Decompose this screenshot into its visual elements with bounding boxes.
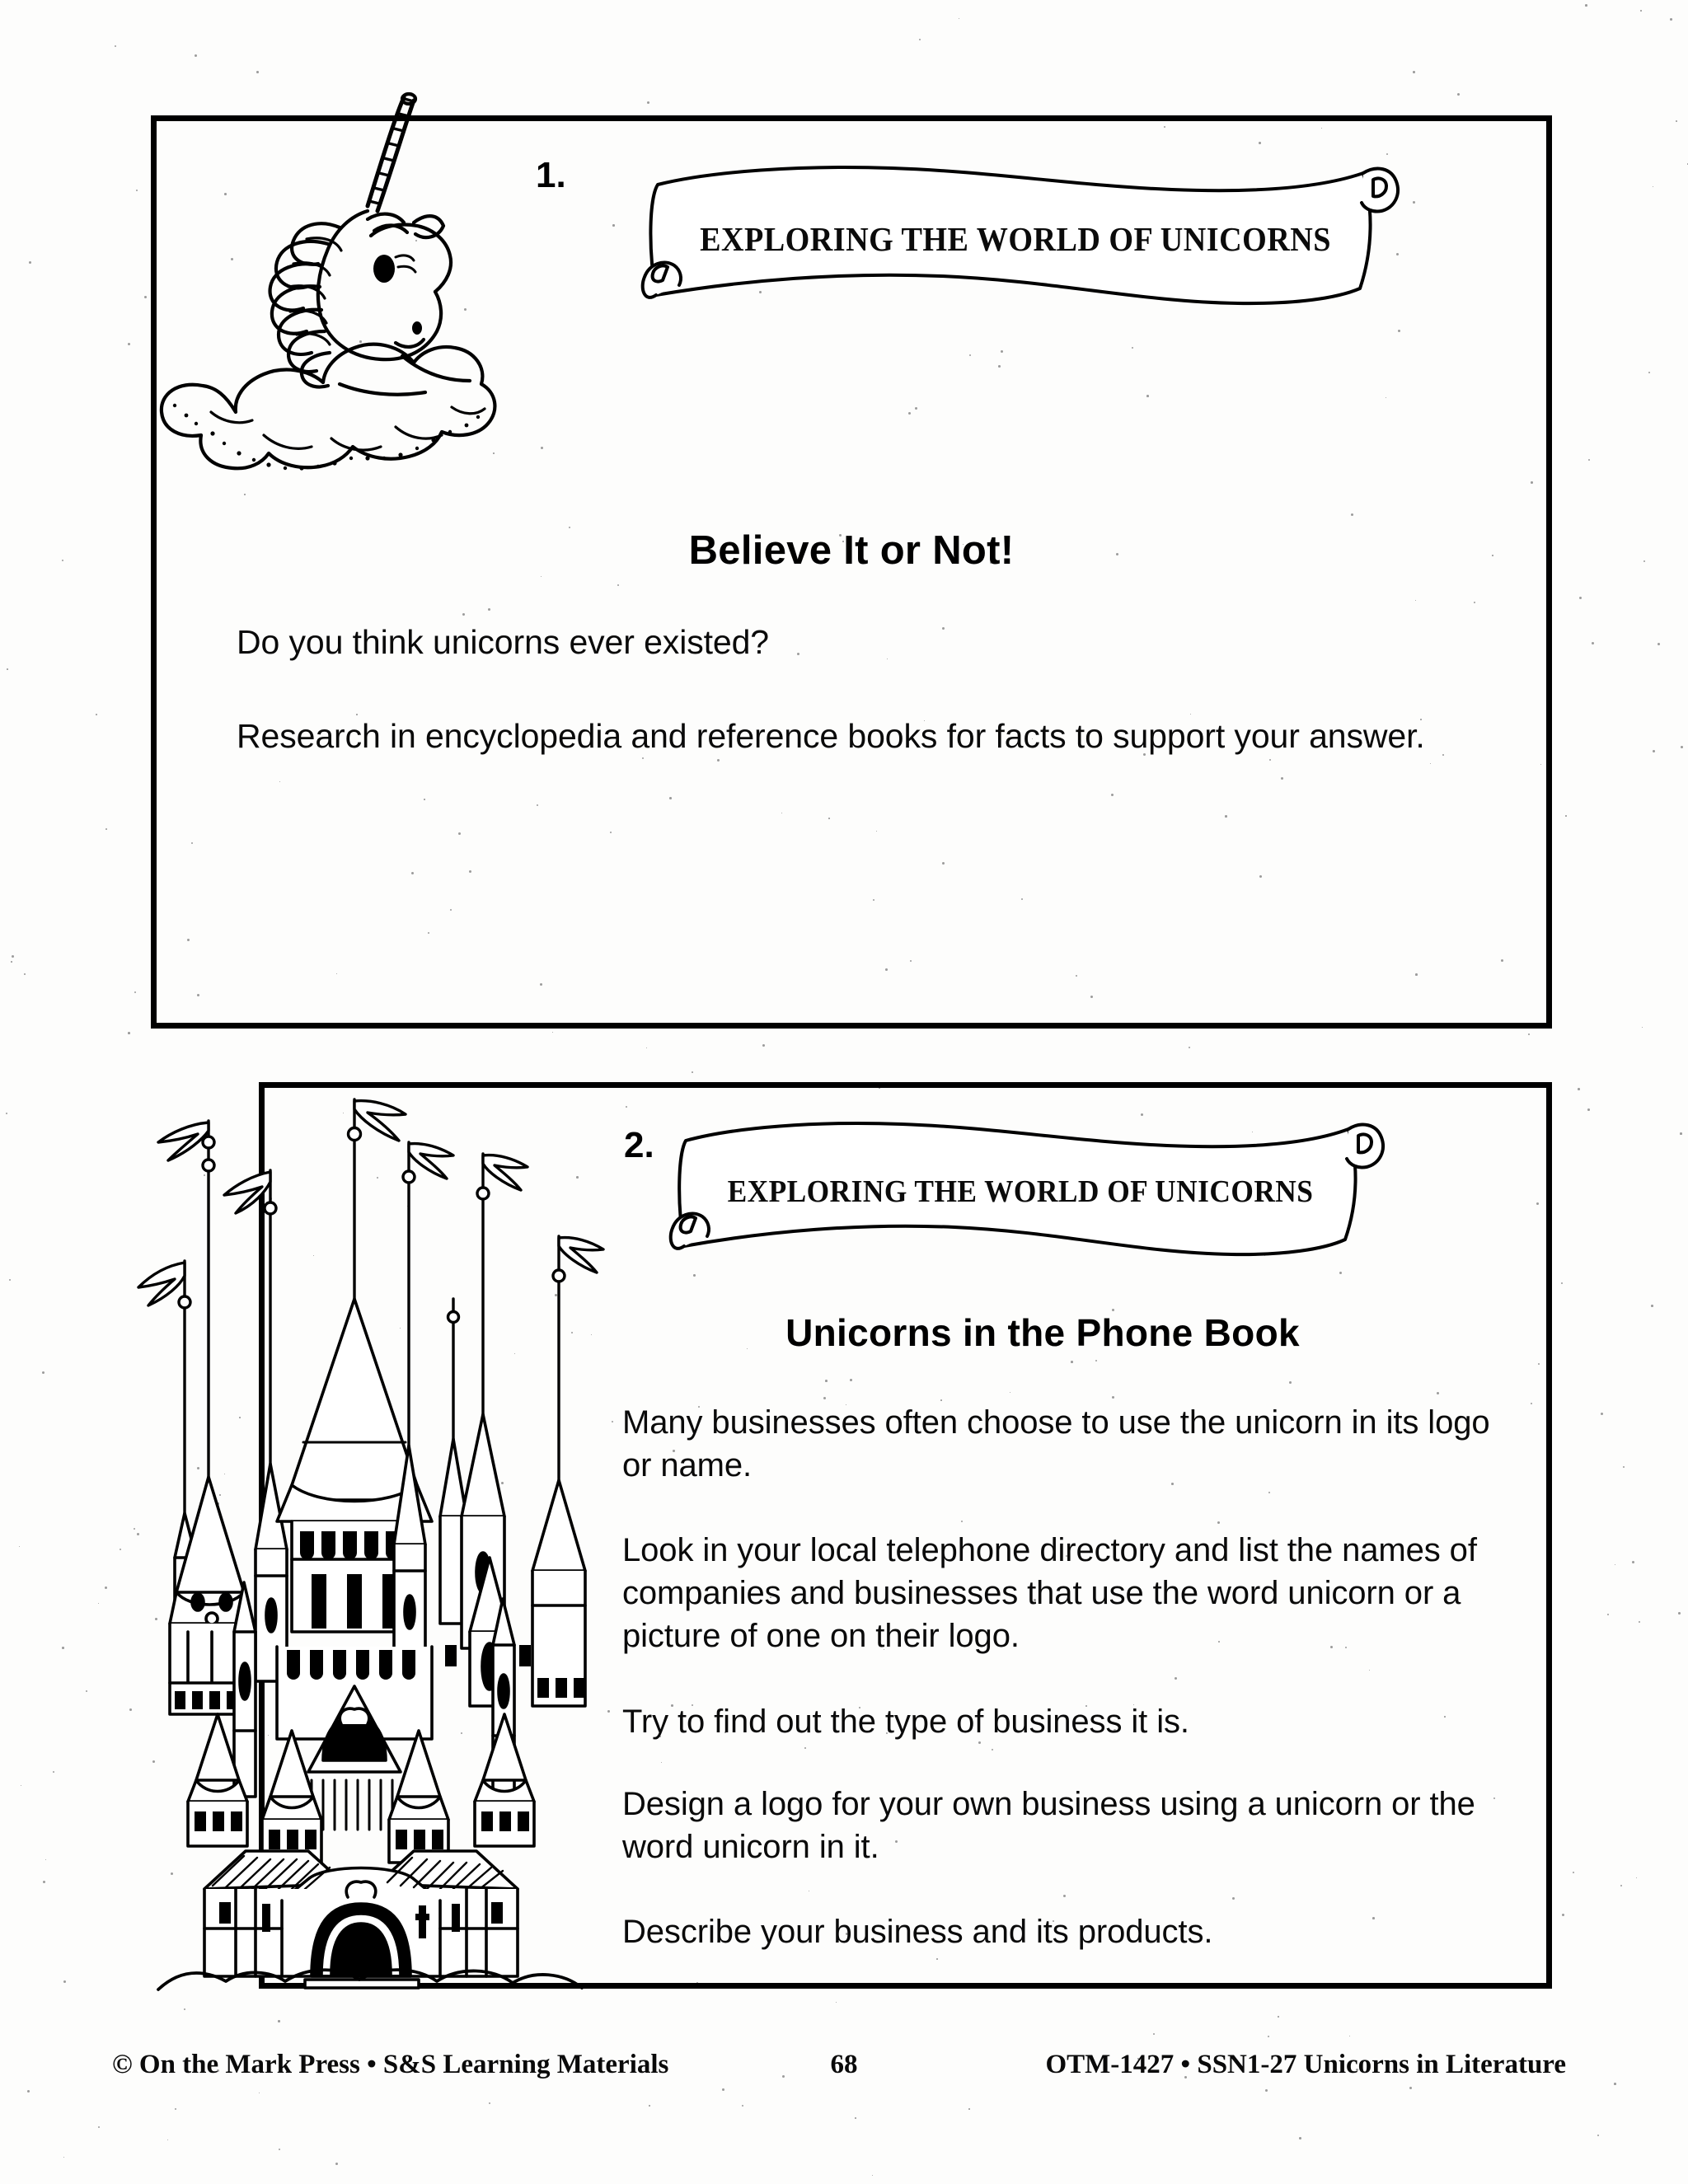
section-heading-unicorns-in-the-phone-book: Unicorns in the Phone Book: [785, 1311, 1300, 1354]
footer-product-code: OTM-1427 • SSN1-27 Unicorns in Literatur…: [1045, 2050, 1566, 2079]
activity-1-paragraph-1: Do you think unicorns ever existed?: [237, 623, 770, 661]
activity-2-paragraph-3: Try to find out the type of business it …: [622, 1704, 1189, 1740]
activity-box-1: [151, 115, 1552, 1029]
scroll-banner-2: EXPLORING THE WORLD OF UNICORNS: [668, 1114, 1385, 1263]
activity-2-paragraph-1: Many businesses often choose to use the …: [622, 1404, 1490, 1483]
activity-2-paragraph-4: Design a logo for your own business usin…: [622, 1786, 1475, 1865]
fairytale-castle-icon: [137, 1055, 608, 1994]
unicorn-on-cloud-icon: [124, 66, 552, 478]
activity-1-paragraph-2: Research in encyclopedia and reference b…: [237, 717, 1425, 755]
scroll-banner-title-2: EXPLORING THE WORLD OF UNICORNS: [727, 1174, 1314, 1209]
footer-page-number: 68: [830, 2050, 858, 2079]
activity-2-paragraph-2: Look in your local telephone directory a…: [622, 1532, 1477, 1654]
activity-number-2: 2.: [624, 1125, 654, 1165]
activity-2-paragraph-5: Describe your business and its products.: [622, 1914, 1213, 1950]
scroll-banner-title-1: EXPLORING THE WORLD OF UNICORNS: [700, 220, 1331, 258]
scroll-banner-1: EXPLORING THE WORLD OF UNICORNS: [640, 157, 1400, 313]
page-footer: © On the Mark Press • S&S Learning Mater…: [0, 2050, 1688, 2099]
activity-number-1: 1.: [536, 155, 566, 195]
section-heading-believe-it-or-not: Believe It or Not!: [688, 528, 1015, 573]
footer-copyright: © On the Mark Press • S&S Learning Mater…: [112, 2050, 669, 2079]
